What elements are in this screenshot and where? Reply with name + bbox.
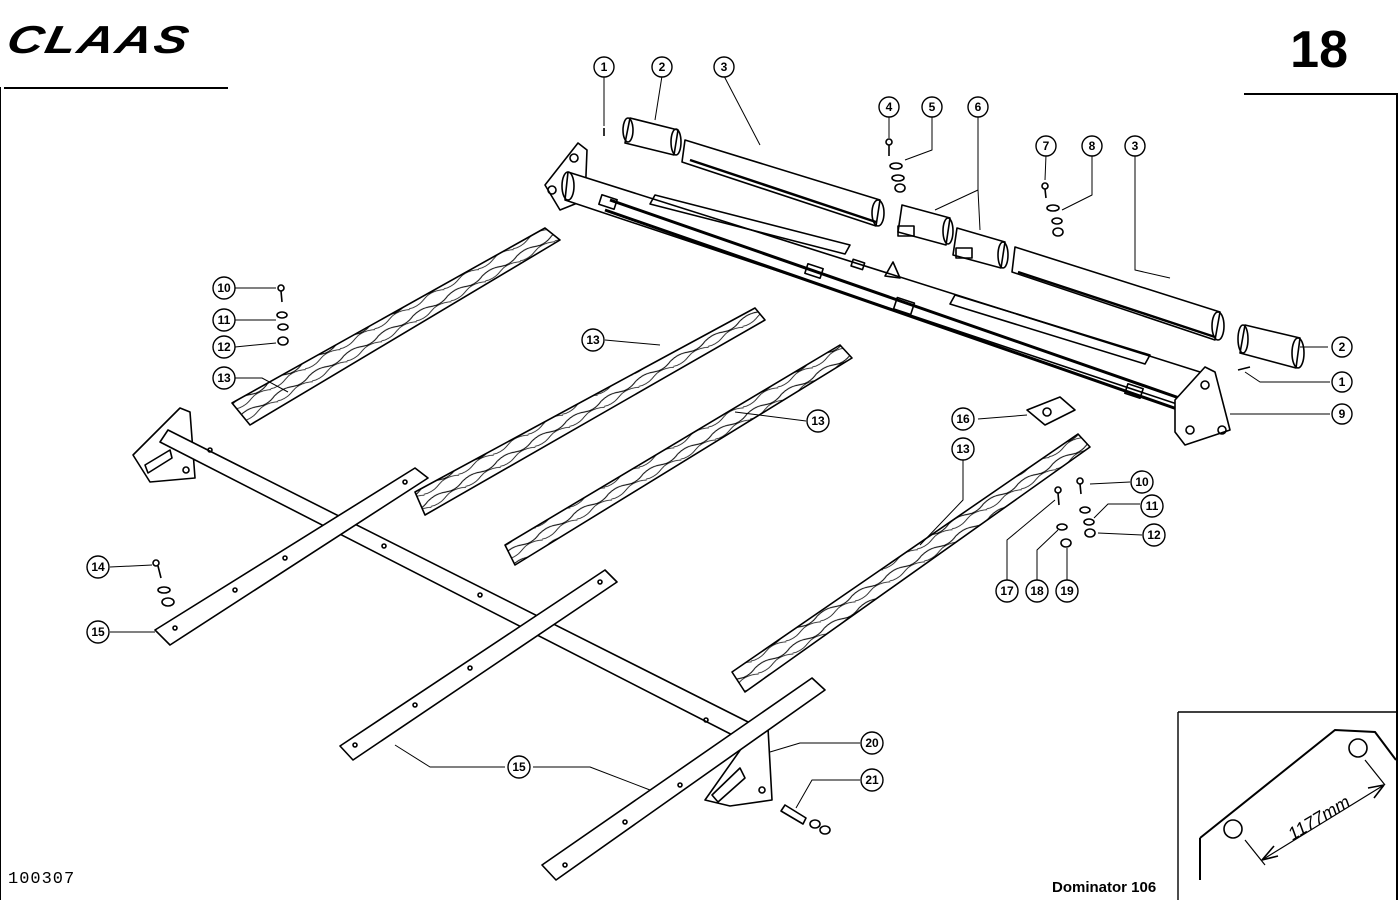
callouts: 1 2 3 4 5 6 7 8 3 2 1 9 10 11 12 13 13 1… [86, 56, 1353, 792]
wood-slat-3 [504, 344, 853, 566]
inset-detail [1177, 711, 1397, 900]
cover-right [1011, 246, 1225, 341]
callout-11b: 11 [1140, 494, 1164, 518]
svg-text:11: 11 [1146, 499, 1159, 513]
page-number: 18 [1290, 21, 1348, 79]
callout-3a: 3 [713, 56, 735, 78]
svg-text:2: 2 [1339, 340, 1346, 354]
callout-14: 14 [86, 555, 110, 579]
svg-text:18: 18 [1030, 584, 1044, 598]
callout-13d: 13 [951, 437, 975, 461]
svg-text:13: 13 [217, 371, 231, 385]
callout-15a: 15 [86, 620, 110, 644]
callout-1b: 1 [1331, 371, 1353, 393]
flat-strip-1 [154, 467, 429, 646]
callout-10b: 10 [1130, 470, 1154, 494]
callout-19: 19 [1055, 579, 1079, 603]
callout-12a: 12 [212, 335, 236, 359]
svg-text:3: 3 [1132, 139, 1139, 153]
callout-5: 5 [921, 96, 943, 118]
svg-text:13: 13 [811, 414, 825, 428]
header-rule-right [1244, 93, 1398, 95]
wood-slat-2 [414, 307, 766, 516]
leader-lines [109, 75, 1330, 809]
callout-13c: 13 [806, 409, 830, 433]
flat-strip-3 [541, 677, 826, 881]
callout-11a: 11 [212, 308, 236, 332]
callout-13b: 13 [581, 328, 605, 352]
callout-2b: 2 [1331, 336, 1353, 358]
callout-12b: 12 [1142, 523, 1166, 547]
svg-text:16: 16 [956, 412, 970, 426]
svg-text:1: 1 [1339, 375, 1346, 389]
bolt-4 [885, 138, 893, 156]
callout-3b: 3 [1124, 135, 1146, 157]
svg-text:19: 19 [1060, 584, 1074, 598]
drawing-id: 100307 [8, 870, 76, 889]
svg-text:15: 15 [512, 760, 526, 774]
svg-text:1: 1 [601, 60, 608, 74]
svg-text:6: 6 [975, 100, 982, 114]
svg-text:2: 2 [659, 60, 666, 74]
callout-16: 16 [951, 407, 975, 431]
coupling-b [952, 227, 1009, 269]
svg-text:10: 10 [217, 281, 231, 295]
sleeve-right [1237, 324, 1305, 369]
callout-6: 6 [967, 96, 989, 118]
callout-1a: 1 [593, 56, 615, 78]
svg-text:7: 7 [1043, 139, 1050, 153]
svg-text:9: 9 [1339, 407, 1346, 421]
callout-13a: 13 [212, 366, 236, 390]
wood-slat-4 [731, 433, 1091, 693]
callout-4: 4 [878, 96, 900, 118]
callout-2a: 2 [651, 56, 673, 78]
svg-text:3: 3 [721, 60, 728, 74]
coupling-a [897, 204, 954, 246]
callout-18: 18 [1025, 579, 1049, 603]
callout-10a: 10 [212, 276, 236, 300]
flat-strip-2 [339, 569, 618, 761]
bolt-7 [1041, 182, 1049, 199]
svg-text:13: 13 [586, 333, 600, 347]
svg-text:21: 21 [865, 773, 879, 787]
callout-20: 20 [860, 731, 884, 755]
lower-frame [132, 407, 773, 807]
frame-right [1396, 93, 1398, 900]
svg-text:12: 12 [1147, 528, 1161, 542]
callout-15b: 15 [507, 755, 531, 779]
callout-17: 17 [995, 579, 1019, 603]
svg-text:14: 14 [91, 560, 105, 574]
sleeve-left [622, 117, 682, 156]
header-rule-left [4, 87, 228, 89]
svg-text:17: 17 [1000, 584, 1014, 598]
svg-text:5: 5 [929, 100, 936, 114]
cover-left [681, 139, 885, 227]
callout-9: 9 [1331, 403, 1353, 425]
svg-text:10: 10 [1135, 475, 1149, 489]
svg-text:11: 11 [218, 313, 231, 327]
svg-text:13: 13 [956, 442, 970, 456]
svg-text:20: 20 [865, 736, 879, 750]
callout-8: 8 [1081, 135, 1103, 157]
model-name: Dominator 106 [1052, 879, 1157, 896]
callout-7: 7 [1035, 135, 1057, 157]
svg-text:12: 12 [217, 340, 231, 354]
callout-21: 21 [860, 768, 884, 792]
frame-left [0, 87, 1, 900]
upper-beam-assembly [544, 142, 1231, 446]
svg-text:8: 8 [1089, 139, 1096, 153]
wood-slat-1 [231, 227, 561, 426]
svg-text:15: 15 [91, 625, 105, 639]
svg-text:4: 4 [886, 100, 893, 114]
dimension-label: 1177mm [1284, 792, 1353, 845]
